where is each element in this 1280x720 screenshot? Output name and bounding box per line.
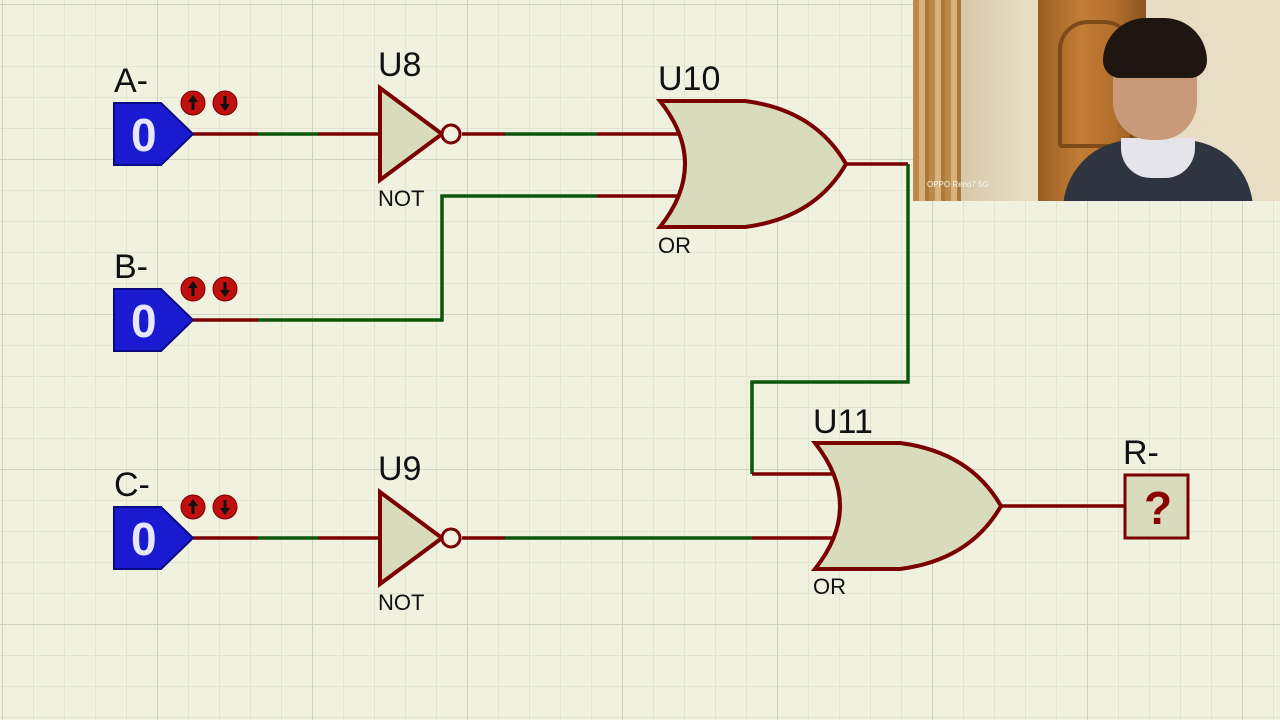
input-b-label: B- <box>114 248 148 286</box>
input-c-value: 0 <box>131 513 157 565</box>
camera-watermark: OPPO Reno7 5G <box>927 180 989 189</box>
toggle-up-b-button[interactable] <box>180 276 206 302</box>
logic-state-c[interactable] <box>113 506 195 570</box>
input-b[interactable]: B- 0 <box>113 248 238 352</box>
wires <box>193 132 1125 540</box>
logic-state-a[interactable] <box>113 102 195 166</box>
presenter-hair <box>1103 18 1207 78</box>
or-gate-icon <box>810 441 1004 571</box>
input-b-value: 0 <box>131 295 157 347</box>
arrow-up-icon <box>188 95 198 110</box>
toggle-down-b-button[interactable] <box>212 276 238 302</box>
gate-ref-u8: U8 <box>378 46 421 84</box>
toggle-up-a-button[interactable] <box>180 90 206 116</box>
toggle-up-c-button[interactable] <box>180 494 206 520</box>
inverter-bubble <box>440 527 462 549</box>
webcam-overlay: OPPO Reno7 5G <box>913 0 1280 201</box>
toggle-down-a-button[interactable] <box>212 90 238 116</box>
input-a-value: 0 <box>131 109 157 161</box>
arrow-down-icon <box>220 282 230 297</box>
gate-ref-u9: U9 <box>378 450 421 488</box>
wire-b-u10[interactable] <box>258 194 597 322</box>
toggle-down-c-button[interactable] <box>212 494 238 520</box>
presenter-collar <box>1121 138 1195 178</box>
inverter-bubble <box>440 123 462 145</box>
gate-type-u9: NOT <box>378 590 424 615</box>
gate-type-u11: OR <box>813 574 846 599</box>
gate-type-u8: NOT <box>378 186 424 211</box>
curtain <box>913 0 961 201</box>
input-c-label: C- <box>114 466 150 504</box>
or-gate-icon <box>655 99 849 229</box>
arrow-up-icon <box>188 281 198 296</box>
not-gate-icon <box>378 84 446 184</box>
not-gate-u9[interactable]: U9 NOT <box>378 450 462 615</box>
input-a-label: A- <box>114 62 148 100</box>
or-gate-u11[interactable]: U11 OR <box>810 403 1004 599</box>
gate-ref-u11: U11 <box>813 403 873 441</box>
output-r-label: R- <box>1123 434 1159 472</box>
or-gate-u10[interactable]: U10 OR <box>655 60 849 258</box>
input-c[interactable]: C- 0 <box>113 466 238 570</box>
not-gate-icon <box>378 488 446 588</box>
arrow-down-icon <box>220 96 230 111</box>
output-r-value: ? <box>1144 482 1172 534</box>
arrow-down-icon <box>220 500 230 515</box>
gate-ref-u10: U10 <box>658 60 720 98</box>
logic-state-b[interactable] <box>113 288 195 352</box>
input-a[interactable]: A- 0 <box>113 62 238 166</box>
wire-u10-u11[interactable] <box>750 164 910 474</box>
arrow-up-icon <box>188 499 198 514</box>
not-gate-u8[interactable]: U8 NOT <box>378 46 462 211</box>
logic-probe <box>1123 473 1190 540</box>
gate-type-u10: OR <box>658 233 691 258</box>
output-probe-r[interactable]: R- ? <box>1123 434 1190 540</box>
